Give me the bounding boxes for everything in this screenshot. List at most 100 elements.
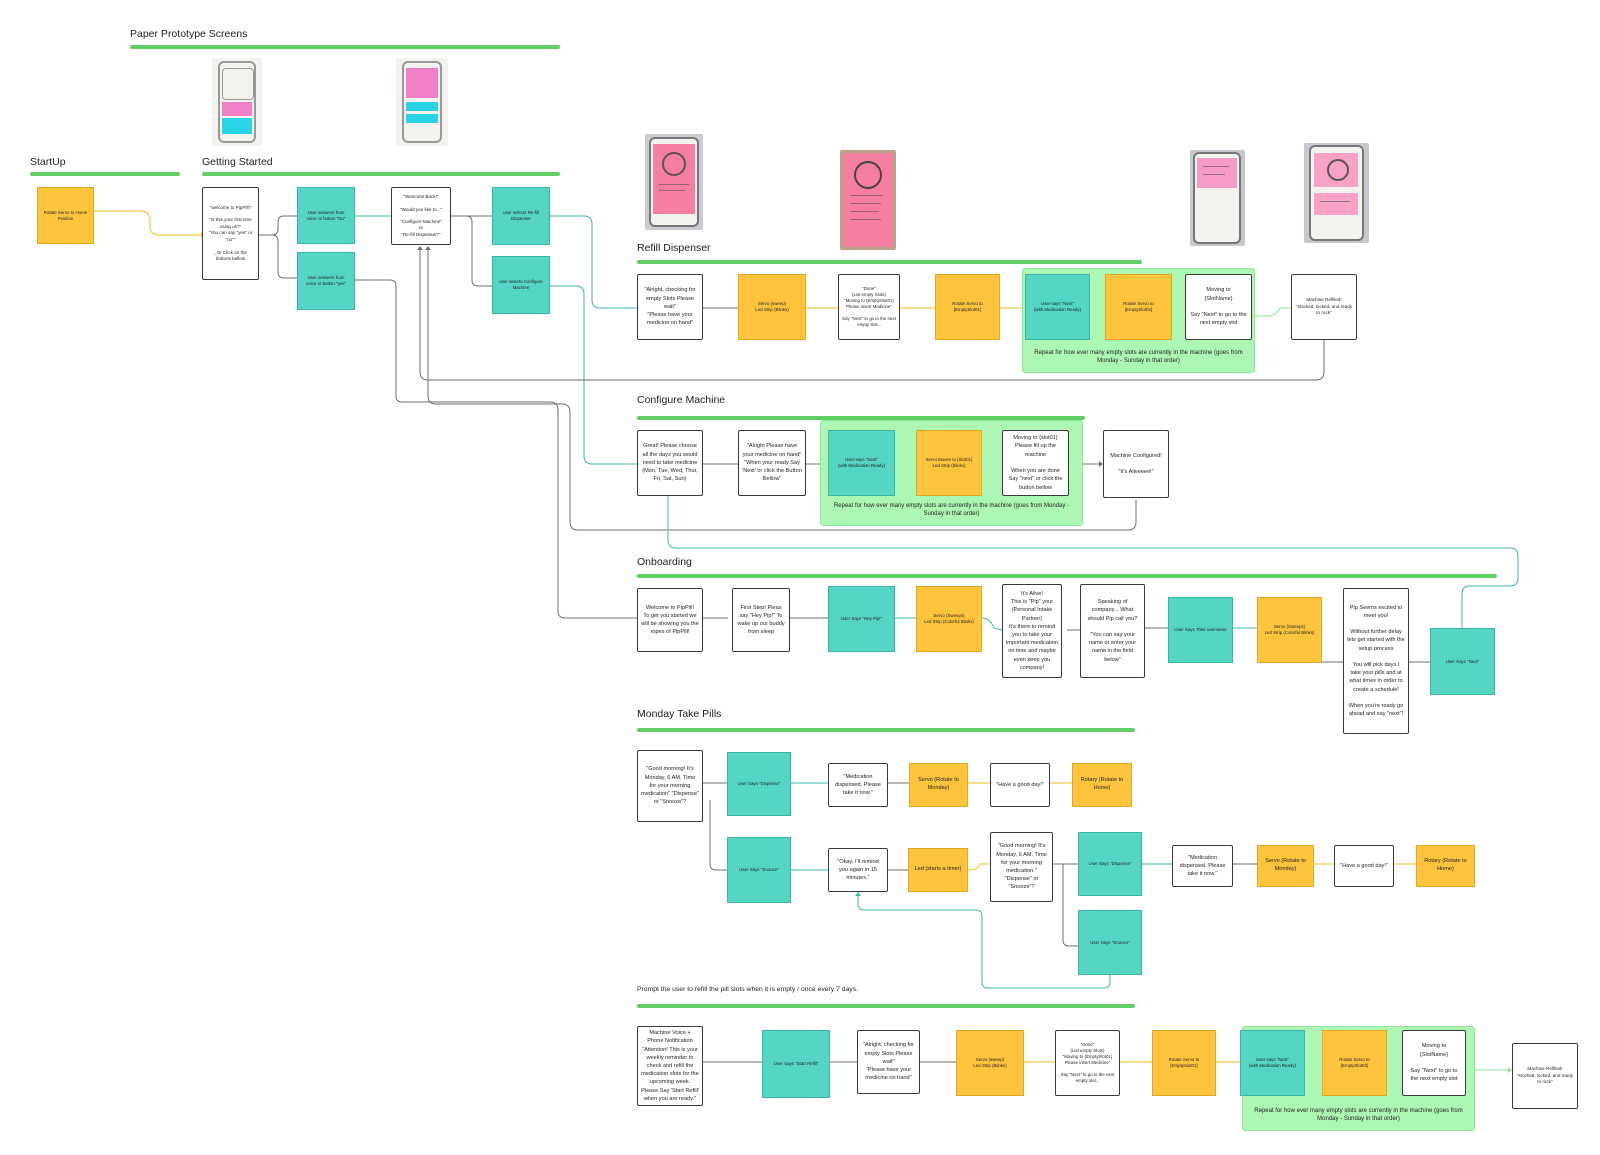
card-text: user selects Re-fill Dispenser	[503, 210, 539, 221]
wire-refill-back	[419, 250, 1325, 381]
sticky-note-pink	[843, 153, 893, 247]
monday-good-morning-2: "Good morning! It's Monday, 6 AM. Time f…	[990, 832, 1053, 902]
card-text: "Good morning! It's Monday, 6 AM. Time f…	[641, 766, 699, 806]
monday-have-good-day-2: "Have a good day!"	[1334, 845, 1394, 887]
card-text: Machine Configured! "It's Aliveeee!"	[1110, 452, 1162, 476]
scribble-line	[659, 190, 685, 191]
wire-select-refill	[550, 215, 637, 309]
configure-machine-configured: Machine Configured! "It's Aliveeee!"	[1103, 430, 1169, 498]
checkmark-icon	[854, 161, 882, 189]
section-title-configure: Configure Machine	[637, 394, 726, 406]
card-text: Great! Please choose all the days you wo…	[642, 443, 698, 483]
prototype-photo-3	[645, 134, 703, 230]
wire-select-configure	[550, 285, 637, 465]
section-bar-onboarding	[637, 574, 1497, 578]
card-text: Led (starts a timer)	[914, 866, 962, 873]
refill-rotate-slot02: Rotate Servo to {EmptySlot02}	[1105, 274, 1172, 340]
onboarding-user-username: User Says Their username	[1168, 597, 1233, 663]
getting-started-welcome-back: "Welcome Back!" "Would you like to..." "…	[391, 187, 451, 245]
onboarding-first-step: First Step! Pleas say "Hey Pip!" To wake…	[732, 588, 790, 652]
weekly-prompt-label: Prompt the user to refill the pill slots…	[637, 986, 858, 993]
section-title-onboarding: Onboarding	[637, 556, 692, 568]
stick-figure-sketch	[222, 68, 254, 100]
scribble-line	[851, 203, 881, 204]
phone-sketch	[402, 61, 442, 143]
card-text: "Alright, checking for empty Slots Pleas…	[862, 1042, 915, 1082]
configure-have-medicine: "Alright Please have your medicine on ha…	[738, 430, 806, 496]
section-bar-weekly	[637, 1004, 1135, 1008]
section-bar-configure	[637, 416, 1085, 420]
wire-startup-welcome	[94, 210, 201, 236]
sticky-note-cyan	[406, 114, 438, 123]
weekly-user-next: User says "Next" (with Medication Ready)	[1240, 1030, 1305, 1096]
section-bar-monday	[637, 728, 1135, 732]
card-text: Rotary (Rotate to Home)	[1424, 858, 1467, 872]
weekly-notification: Machine Voice + Phone Notification "Atte…	[637, 1026, 703, 1106]
refill-user-next: User says "Next" (with Medication Ready)	[1025, 274, 1090, 340]
card-text: Servo Moves to {Slot01} Led Strip (blink…	[925, 457, 973, 468]
monday-led-timer: Led (starts a timer)	[908, 848, 968, 892]
sticky-note-pink	[222, 102, 252, 116]
prototype-photo-4	[840, 150, 896, 250]
card-text: "Good morning! It's Monday, 6 AM. Time f…	[996, 843, 1047, 891]
card-text: Machine Refilled! "stocked, locked, and …	[1295, 297, 1353, 316]
refill-repeat-note: Repeat for how ever many empty slots are…	[1034, 350, 1243, 364]
monday-user-snooze: User Says "Snooze"	[727, 837, 791, 903]
sticky-note-pink	[406, 68, 438, 98]
weekly-servo-sweep: Servo (sweep) Led Strip (Blinks)	[956, 1030, 1024, 1096]
card-text: Servo (Sweeps) Led Strip (Colorful Blink…	[924, 613, 974, 624]
card-text: Rotate Servo to {EmptySlot02}	[1123, 301, 1154, 312]
onboarding-its-alive: It's Alive! This is "Pip" your (Personal…	[1002, 584, 1062, 678]
card-text: "Alright, checking for empty Slots Pleas…	[644, 287, 696, 327]
card-text: It's Alive! This is "Pip" your (Personal…	[1006, 590, 1058, 671]
monday-rotary-home: Rotary (Rotate to Home)	[1072, 763, 1132, 807]
card-text: User Says "Dispense"	[737, 781, 781, 786]
card-text: User Says "Snooze"	[739, 867, 779, 872]
scribble-line	[1203, 166, 1229, 167]
prototype-photo-2	[396, 58, 448, 146]
monday-servo-rotate: Servo (Rotate to Monday)	[909, 763, 968, 807]
onboarding-user-next: User Says "Next"	[1430, 628, 1495, 695]
monday-dispensed-2: "Medication dispensed. Please take it no…	[1172, 845, 1233, 887]
card-text: "Done" (List empty Slots) "Moving to {Em…	[842, 286, 896, 327]
sticky-note-pink	[1197, 158, 1237, 188]
card-text: "welcome to PipPill!" "Is this your firs…	[208, 204, 253, 261]
scribble-line	[851, 211, 879, 212]
scribble-line	[659, 184, 689, 185]
section-bar-getting-started	[202, 172, 560, 176]
onboarding-hey-pip: User Says "Hey Pip!"	[828, 586, 895, 652]
onboarding-servo-sweeps: Servo (Sweeps) Led Strip (Colorful Blink…	[916, 586, 982, 652]
refill-machine-refilled: Machine Refilled! "stocked, locked, and …	[1291, 274, 1357, 340]
card-text: User answers from voice or button "No"	[306, 209, 346, 221]
card-text: Moving to {SlotName} Say "Next" to go to…	[1410, 1043, 1458, 1083]
card-text: User Says "Start Refill"	[773, 1061, 819, 1066]
scribble-line	[851, 195, 883, 196]
getting-started-select-refill: user selects Re-fill Dispenser	[492, 187, 550, 245]
scribble-line	[1203, 174, 1225, 175]
weekly-rotate-slot01: Rotate Servo to {EmptySlot01}	[1152, 1030, 1216, 1096]
card-text: Moving to {slot01} Please fill up the ma…	[1008, 435, 1063, 491]
phone-sketch	[218, 61, 256, 143]
wire-welcome-no	[258, 215, 297, 236]
card-text: Rotate Servo to Home Position	[43, 209, 88, 221]
refill-rotate-slot01: Rotate Servo to {EmptySlot01}	[935, 274, 1000, 340]
getting-started-answer-yes: User answers from voice or button "yes"	[297, 252, 355, 310]
card-text: First Step! Pleas say "Hey Pip!" To wake…	[737, 604, 785, 636]
scribble-line	[1320, 201, 1350, 202]
card-text: User Says "Hey Pip!"	[840, 616, 883, 621]
card-text: User answers from voice or button "yes"	[306, 275, 346, 286]
onboarding-servo-sweeps-2: Servo (Sweeps) Led Strip (Colorful Blink…	[1257, 597, 1322, 663]
weekly-moving: Moving to {SlotName} Say "Next" to go to…	[1402, 1030, 1466, 1096]
card-text: Machine Voice + Phone Notification "Atte…	[641, 1030, 699, 1102]
card-text: Servo (sweep) Led Strip (Blinks)	[755, 301, 789, 312]
section-bar-paper-prototype	[130, 45, 560, 49]
section-title-refill: Refill Dispenser	[637, 242, 711, 254]
getting-started-welcome: "welcome to PipPill!" "Is this your firs…	[202, 187, 259, 280]
refill-moving: Moving to {SlotName} Say "Next" to go to…	[1185, 274, 1252, 340]
prototype-photo-1	[212, 58, 262, 146]
card-text: Rotate Servo to {EmptySlot01}	[952, 301, 983, 312]
monday-servo-rotate-2: Servo (Rotate to Monday)	[1257, 845, 1314, 887]
card-text: Rotary (Rotate to Home)	[1080, 777, 1124, 791]
configure-repeat-note: Repeat for how ever many empty slots are…	[833, 503, 1070, 517]
